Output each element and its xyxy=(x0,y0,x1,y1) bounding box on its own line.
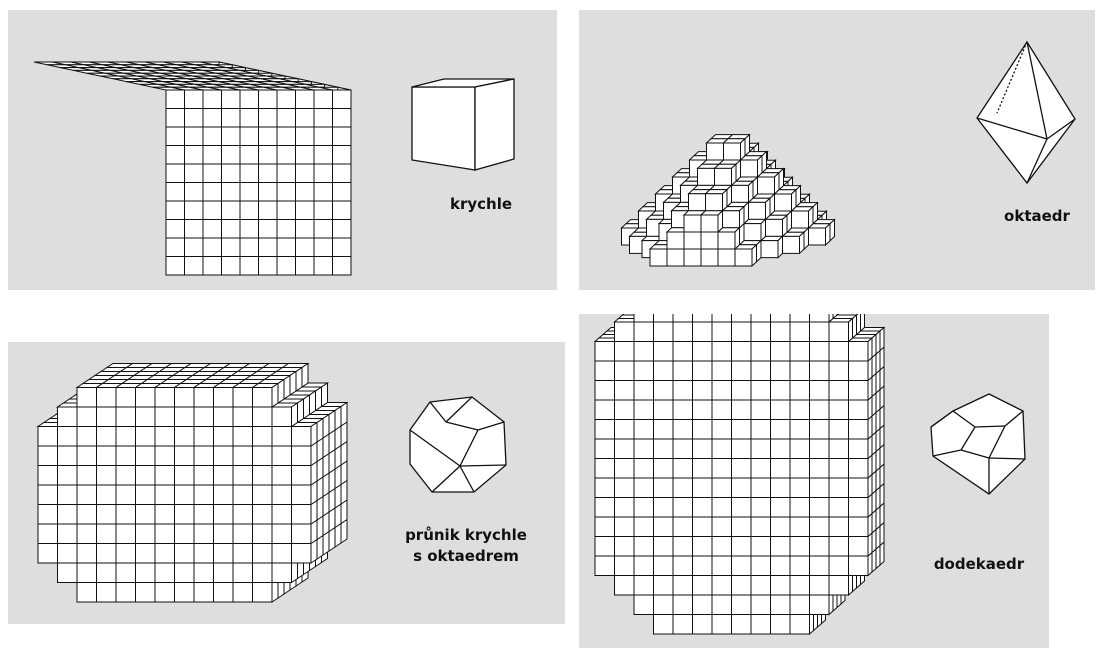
truncated-cube-octahedron-icon xyxy=(8,342,565,624)
caption-cube: krychle xyxy=(426,194,536,215)
octahedron-solid-icon xyxy=(579,10,1095,290)
panel-cube-octahedron: průnik krychle s oktaedrem xyxy=(8,342,565,624)
panel-octahedron: oktaedr xyxy=(579,10,1095,290)
cube-solid-icon xyxy=(8,10,557,290)
panel-dodecahedron: dodekaedr xyxy=(579,314,1049,648)
panel-cube: krychle xyxy=(8,10,557,290)
caption-cube-octahedron: průnik krychle s oktaedrem xyxy=(376,525,556,567)
caption-dodecahedron: dodekaedr xyxy=(919,554,1039,575)
rhombic-dodecahedron-icon xyxy=(579,314,1049,648)
caption-octahedron: oktaedr xyxy=(987,206,1087,227)
